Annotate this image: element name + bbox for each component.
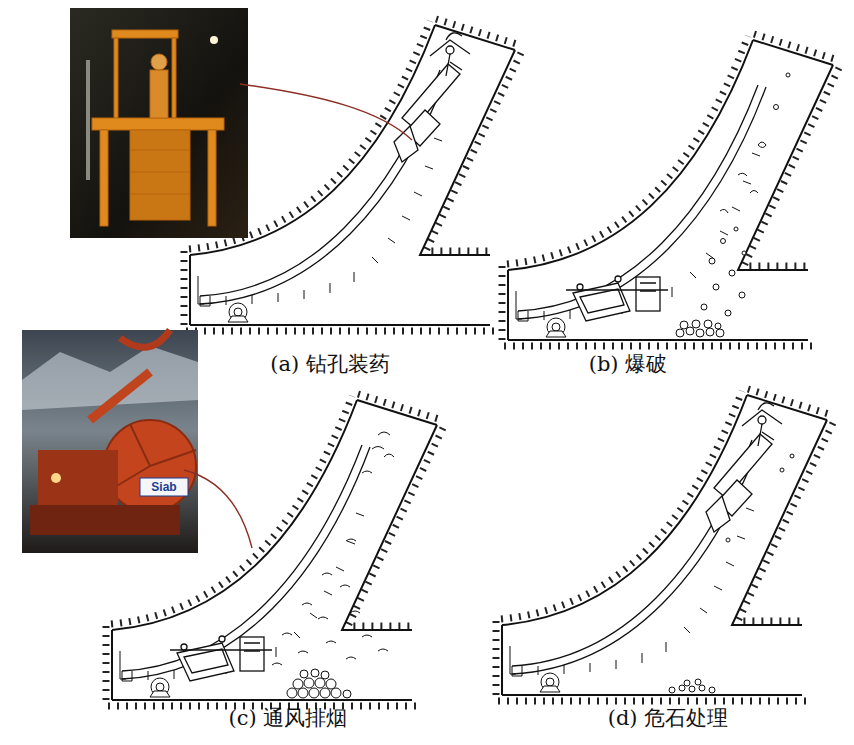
panel-b xyxy=(502,34,839,346)
photo-machine xyxy=(22,330,198,553)
panel-caption: (d) 危石处理 xyxy=(608,706,729,731)
photo-platform xyxy=(70,8,248,238)
panel-caption: (a) 钻孔装药 xyxy=(270,352,390,377)
panel-d xyxy=(496,389,833,701)
brand-logo: Siab xyxy=(151,481,176,493)
panel-caption: (c) 通风排烟 xyxy=(229,706,348,731)
panel-caption: (b) 爆破 xyxy=(589,352,668,377)
